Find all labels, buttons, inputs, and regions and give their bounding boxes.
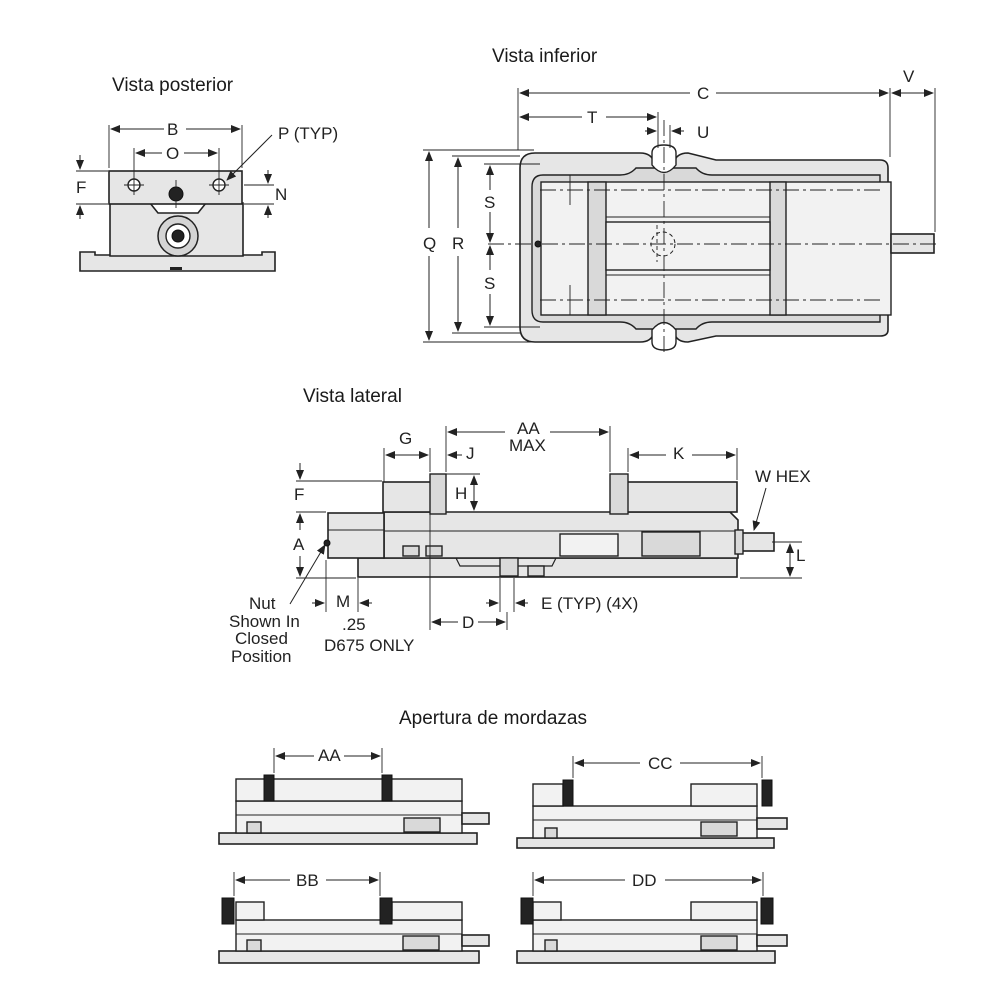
side-base-plate [357,557,738,578]
dim-jaw-DD: DD [632,871,657,890]
dim-N: N [275,185,287,204]
bottom-screw-shaft [890,233,935,254]
side-movable-jaw [626,481,738,513]
dim-K: K [673,444,685,463]
dim-P: P (TYP) [278,124,338,143]
dim-D: D [462,613,474,632]
dim-A: A [293,535,305,554]
jaw-opening-title: Apertura de mordazas [399,708,587,729]
jaw-opening-view: Apertura de mordazas AA [218,708,788,964]
dim-AA-max: MAX [509,436,546,455]
dim-C: C [697,84,709,103]
bottom-view: Vista inferior C V [423,46,940,355]
dim-F-side: F [294,485,304,504]
dim-M: M [336,592,350,611]
rear-screw-center [171,229,185,243]
side-view-title: Vista lateral [303,386,402,407]
dim-G: G [399,429,412,448]
dim-U: U [697,123,709,142]
side-view: Vista lateral G AA [229,386,811,666]
dim-L: L [796,546,805,565]
bottom-view-title: Vista inferior [492,46,598,67]
note-nut-3: Closed [235,629,288,648]
note-nut-1: Nut [249,594,276,613]
jaw-panel-cc: CC [516,754,788,849]
dim-J: J [466,444,475,463]
dim-jaw-BB: BB [296,871,319,890]
rear-view: Vista posterior B O P (TYP) [76,75,338,272]
side-fixed-jaw [382,481,432,513]
dim-jaw-CC: CC [648,754,673,773]
dim-T: T [587,108,597,127]
jaw-panel-aa: AA [218,746,490,845]
dim-W-hex: W HEX [755,467,811,486]
dim-d675-only: D675 ONLY [324,636,414,655]
side-fixed-jaw-plate [429,473,447,515]
jaw-panel-dd: DD [516,871,788,964]
dim-B: B [167,120,178,139]
dim-Q: Q [423,234,436,253]
dim-V: V [903,67,915,86]
dim-jaw-AA: AA [318,746,341,765]
dim-S-upper: S [484,193,495,212]
dim-R: R [452,234,464,253]
side-movable-jaw-plate [609,473,629,515]
jaw-panel-bb: BB [218,871,490,964]
dim-AA-side: AA [517,419,540,438]
side-nut [327,512,385,559]
dim-H: H [455,484,467,503]
bottom-screw-channel [605,221,771,271]
dim-025: .25 [342,615,366,634]
note-nut-2: Shown In [229,612,300,631]
note-nut-4: Position [231,647,291,666]
dim-F-rear: F [76,178,86,197]
dim-S-lower: S [484,274,495,293]
rear-view-title: Vista posterior [112,75,234,96]
dim-E: E (TYP) (4X) [541,594,638,613]
dim-O: O [166,144,179,163]
